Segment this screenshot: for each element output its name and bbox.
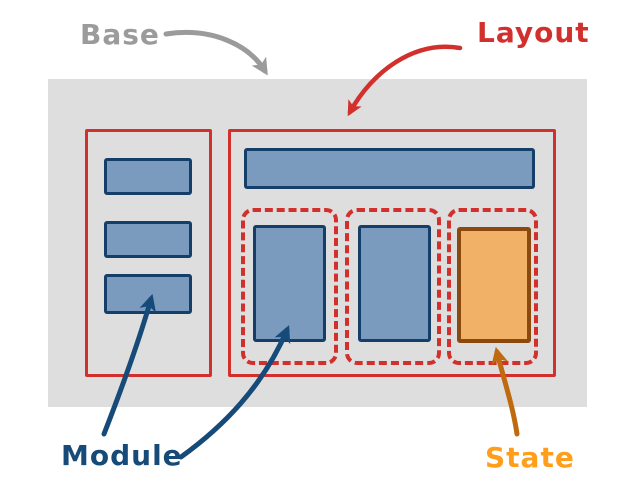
content-module-box xyxy=(253,225,326,342)
state-module-box xyxy=(457,227,531,343)
sidebar-module-box xyxy=(104,274,192,314)
state-label: State xyxy=(485,441,575,474)
header-module-bar xyxy=(244,148,535,189)
base-arrow-icon xyxy=(163,30,268,76)
dashed-state-outline xyxy=(345,208,441,365)
module-label: Module xyxy=(61,439,183,472)
content-module-box xyxy=(358,225,431,342)
main-layout-region xyxy=(228,129,556,377)
layout-label: Layout xyxy=(477,16,590,49)
sidebar-module-box xyxy=(104,158,192,195)
sidebar-module-box xyxy=(104,221,192,258)
base-label: Base xyxy=(80,18,160,51)
dashed-state-outline xyxy=(241,208,338,365)
